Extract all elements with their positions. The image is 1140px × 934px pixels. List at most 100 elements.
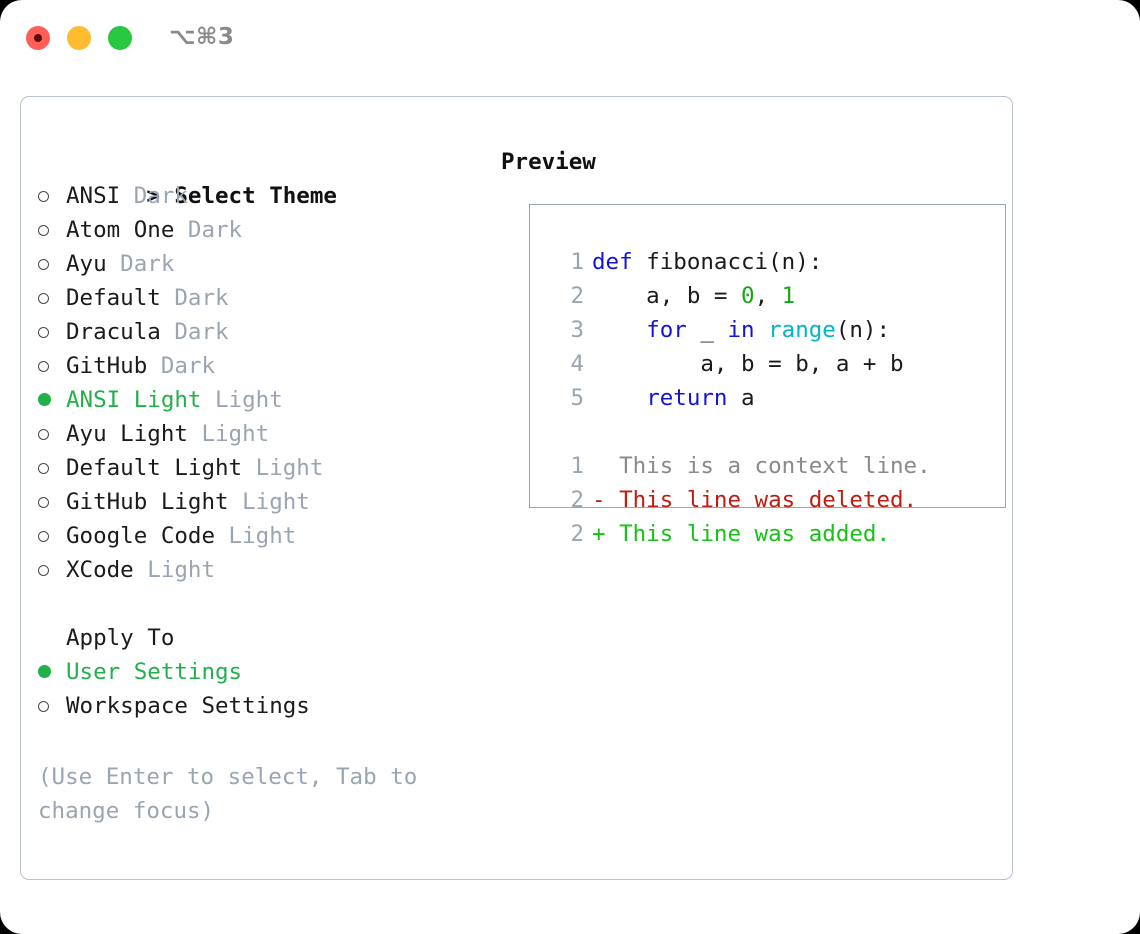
code-line: 4 a, b = b, a + b bbox=[550, 347, 997, 381]
page-title: Select Theme bbox=[174, 183, 337, 209]
radio-empty-icon bbox=[38, 485, 66, 519]
theme-option[interactable]: GitHub Dark bbox=[38, 349, 488, 383]
section-spacer bbox=[38, 587, 488, 621]
theme-option-variant: Dark bbox=[120, 183, 188, 209]
diff-lines: 1 This is a context line. 2 - This line wa… bbox=[550, 449, 997, 551]
radio-empty-icon bbox=[38, 349, 66, 383]
caret-icon: > bbox=[146, 183, 160, 209]
radio-empty-icon bbox=[38, 451, 66, 485]
theme-option-label: Ayu bbox=[66, 251, 107, 277]
apply-to-option-label: User Settings bbox=[66, 659, 243, 685]
code-line: 1 def fibonacci(n): bbox=[550, 245, 997, 279]
theme-picker-heading: > Select Theme bbox=[38, 145, 488, 209]
theme-option[interactable]: XCode Light bbox=[38, 553, 488, 587]
theme-option-label: XCode bbox=[66, 557, 134, 583]
diff-text: - This line was deleted. bbox=[592, 487, 918, 513]
radio-empty-icon bbox=[38, 247, 66, 281]
theme-option-label: Atom One bbox=[66, 217, 175, 243]
theme-option-variant: Light bbox=[133, 557, 216, 583]
radio-empty-icon bbox=[38, 553, 66, 587]
theme-option[interactable]: ANSI Light Light bbox=[38, 383, 488, 417]
radio-empty-icon bbox=[38, 315, 66, 349]
radio-empty-icon bbox=[38, 179, 66, 213]
keyboard-hint: (Use Enter to select, Tab to change focu… bbox=[38, 764, 418, 824]
code-text: for _ in range(n): bbox=[646, 317, 891, 343]
theme-option-label: ANSI Light bbox=[66, 387, 202, 413]
code-line: 5 return a bbox=[550, 381, 997, 415]
radio-empty-icon bbox=[38, 519, 66, 553]
theme-option-variant: Dark bbox=[160, 285, 229, 311]
diff-text: + This line was added. bbox=[592, 521, 891, 547]
theme-option[interactable]: ANSI Dark bbox=[38, 179, 488, 213]
apply-to-heading: Apply To bbox=[66, 625, 175, 651]
traffic-lights bbox=[26, 26, 132, 50]
theme-option-label: Default bbox=[66, 285, 161, 311]
theme-option-label: Ayu Light bbox=[66, 421, 188, 447]
maximize-window-button[interactable] bbox=[108, 26, 132, 50]
theme-option[interactable]: Ayu Light Light bbox=[38, 417, 488, 451]
keyboard-shortcut-label: ⌥⌘3 bbox=[169, 24, 235, 50]
theme-option[interactable]: Default Dark bbox=[38, 281, 488, 315]
line-number: 2 bbox=[570, 283, 584, 309]
code-text: a, b = b, a + b bbox=[592, 351, 904, 377]
code-line: 2 a, b = 0, 1 bbox=[550, 279, 997, 313]
theme-option[interactable]: Dracula Dark bbox=[38, 315, 488, 349]
title-bar: ⌥⌘3 bbox=[0, 0, 1140, 78]
theme-option-variant: Light bbox=[187, 421, 270, 447]
code-text: def fibonacci(n): bbox=[592, 249, 823, 275]
theme-option[interactable]: Atom One Dark bbox=[38, 213, 488, 247]
theme-option-label: Dracula bbox=[66, 319, 161, 345]
diff-line: 1 This is a context line. bbox=[550, 449, 997, 483]
preview-title: Preview bbox=[501, 149, 596, 175]
line-number: 3 bbox=[570, 317, 584, 343]
minimize-window-button[interactable] bbox=[67, 26, 91, 50]
theme-option-variant: Light bbox=[228, 489, 310, 515]
diff-line: 2 - This line was deleted. bbox=[550, 483, 997, 517]
radio-selected-icon bbox=[38, 383, 66, 417]
theme-option-label: GitHub Light bbox=[66, 489, 229, 515]
apply-to-option[interactable]: Workspace Settings bbox=[38, 689, 488, 723]
apply-to-option-label: Workspace Settings bbox=[66, 693, 310, 719]
radio-empty-icon bbox=[38, 213, 66, 247]
line-number: 5 bbox=[570, 385, 584, 411]
theme-option-variant: Light bbox=[242, 455, 324, 481]
code-line: 3 for _ in range(n): bbox=[550, 313, 997, 347]
radio-empty-icon bbox=[38, 689, 66, 723]
diff-line: 2 + This line was added. bbox=[550, 517, 997, 551]
radio-selected-icon bbox=[38, 655, 66, 689]
radio-empty-icon bbox=[38, 417, 66, 451]
theme-option-variant: Dark bbox=[174, 217, 243, 243]
line-number: 2 bbox=[570, 521, 584, 547]
line-number: 4 bbox=[570, 351, 584, 377]
code-text: return a bbox=[646, 385, 755, 411]
radio-empty-icon bbox=[38, 281, 66, 315]
diff-text: This is a context line. bbox=[592, 453, 931, 479]
theme-option-variant: Dark bbox=[147, 353, 216, 379]
theme-option-variant: Light bbox=[215, 523, 297, 549]
close-window-button[interactable] bbox=[26, 26, 50, 50]
theme-option-variant: Dark bbox=[160, 319, 229, 345]
line-number: 2 bbox=[570, 487, 584, 513]
theme-option[interactable]: Default Light Light bbox=[38, 451, 488, 485]
theme-option-label: ANSI bbox=[66, 183, 121, 209]
theme-option-label: GitHub bbox=[66, 353, 148, 379]
theme-option[interactable]: Google Code Light bbox=[38, 519, 488, 553]
theme-option-label: Default Light bbox=[66, 455, 243, 481]
line-number: 1 bbox=[570, 249, 584, 275]
theme-option-variant: Light bbox=[201, 387, 283, 413]
code-blank-line bbox=[550, 415, 997, 449]
theme-option[interactable]: GitHub Light Light bbox=[38, 485, 488, 519]
apply-to-option[interactable]: User Settings bbox=[38, 655, 488, 689]
line-number: 1 bbox=[570, 453, 584, 479]
theme-option-label: Google Code bbox=[66, 523, 216, 549]
theme-option[interactable]: Ayu Dark bbox=[38, 247, 488, 281]
